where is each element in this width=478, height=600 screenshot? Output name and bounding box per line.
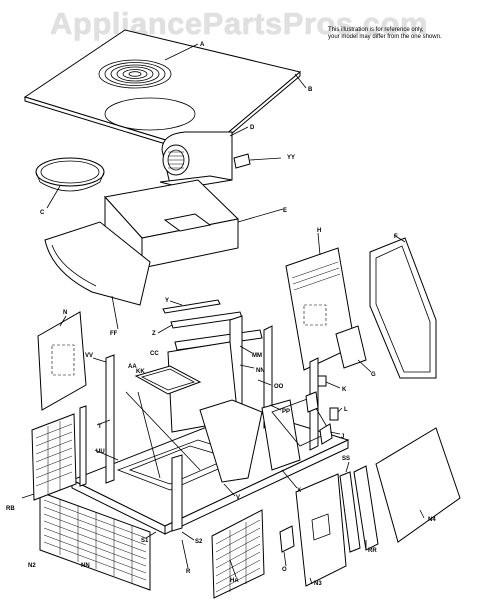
callout-cc: CC <box>150 351 159 357</box>
callout-v: V <box>236 495 240 501</box>
callout-vv: VV <box>85 353 93 359</box>
callout-l: L <box>344 407 348 413</box>
callout-r: R <box>186 569 191 575</box>
callout-s1: S1 <box>141 538 149 544</box>
fan-grille <box>98 59 172 89</box>
louvered-grille-right <box>211 509 265 599</box>
side-panel-f <box>369 237 437 379</box>
top-panel <box>23 29 302 158</box>
reference-note-line-2: your model may differ from the one shown… <box>328 34 442 40</box>
watermark: AppliancePartsPros.com <box>50 6 428 41</box>
leader-lines <box>21 43 425 585</box>
callout-n3: N3 <box>314 581 322 587</box>
callout-mm: MM <box>252 353 262 359</box>
callout-pp: PP <box>282 409 290 415</box>
cover-plate <box>335 325 367 369</box>
strip-ss <box>339 471 361 553</box>
large-side-panel <box>375 427 461 543</box>
reference-note: This illustration is for reference only,… <box>328 27 478 41</box>
callout-c: C <box>40 210 45 216</box>
callout-y: Y <box>165 298 169 304</box>
part-callouts: A B C D E F G H J K L N O R T V X Y Z AA… <box>6 42 436 587</box>
callout-kk: KK <box>136 369 145 375</box>
blower-housing-panel <box>104 179 240 270</box>
callout-ff: FF <box>110 331 118 337</box>
callout-nn-rail: NN <box>256 368 265 374</box>
strip-rr <box>353 465 379 551</box>
callout-ha: HA <box>230 578 239 584</box>
callout-ss: SS <box>342 456 350 462</box>
callout-uu: UU <box>96 449 105 455</box>
callout-h: H <box>317 228 321 234</box>
callout-oo: OO <box>274 384 284 390</box>
callout-d: D <box>250 125 255 131</box>
callout-rb: RB <box>6 506 15 512</box>
callout-s2: S2 <box>195 539 203 545</box>
callout-aa: AA <box>128 364 137 370</box>
callout-n2: N2 <box>28 563 36 569</box>
tab-k <box>317 375 327 387</box>
bracket-kk <box>305 391 319 413</box>
callout-yy: YY <box>287 155 295 161</box>
louvered-grille-side <box>31 413 77 501</box>
curved-divider-panel <box>44 221 151 306</box>
clip-l <box>329 407 339 421</box>
left-panel <box>37 311 87 411</box>
blower-assembly <box>159 131 233 189</box>
drain-tray <box>134 365 202 395</box>
bracket-j <box>319 423 333 445</box>
callout-n4: N4 <box>428 517 436 523</box>
callout-nn: NN <box>81 563 90 569</box>
callout-x: X <box>297 488 301 494</box>
callout-o: O <box>282 567 287 573</box>
louvered-grille-front <box>39 491 151 591</box>
callout-a: A <box>200 42 205 48</box>
callout-e: E <box>283 208 287 214</box>
callout-z: Z <box>152 331 156 337</box>
callout-b: B <box>308 87 313 93</box>
reference-note-line-1: This illustration is for reference only, <box>328 27 424 33</box>
callout-f: F <box>394 234 398 240</box>
orifice-ring <box>35 157 105 192</box>
interior-partitions <box>125 341 331 483</box>
front-access-panel <box>295 473 347 587</box>
callout-k: K <box>342 387 347 393</box>
rail-y <box>162 299 221 314</box>
callout-g: G <box>371 372 376 378</box>
callout-j: J <box>341 434 344 440</box>
control-o <box>279 525 295 553</box>
callout-t: T <box>98 424 102 430</box>
small-bracket <box>233 153 251 169</box>
callout-rr: RR <box>368 548 377 554</box>
callout-n: N <box>63 310 67 316</box>
